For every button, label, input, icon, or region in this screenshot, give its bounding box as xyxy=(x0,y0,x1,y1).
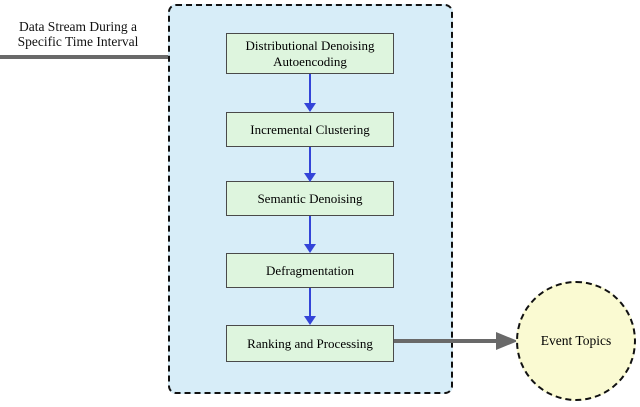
step-box-ranking-and-processing: Ranking and Processing xyxy=(226,325,394,362)
step-box-defragmentation: Defragmentation xyxy=(226,253,394,288)
flow-arrow-3-head-icon xyxy=(304,244,316,253)
input-arrow-shaft xyxy=(0,55,206,59)
step-box-distributional-denoising-autoencoding: Distributional Denoising Autoencoding xyxy=(226,33,394,74)
flow-arrow-3-shaft xyxy=(309,216,311,245)
step-box-incremental-clustering: Incremental Clustering xyxy=(226,112,394,147)
input-stream-label-line2: Specific Time Interval xyxy=(17,34,139,49)
output-circle-event-topics: Event Topics xyxy=(516,281,636,401)
flow-arrow-4-shaft xyxy=(309,288,311,317)
step-label: Semantic Denoising xyxy=(257,190,363,206)
flow-arrow-1-shaft xyxy=(309,74,311,104)
flow-arrow-1-head-icon xyxy=(304,103,316,112)
step-label: Ranking and Processing xyxy=(247,335,373,351)
flow-arrow-2-shaft xyxy=(309,147,311,174)
output-circle-label: Event Topics xyxy=(540,333,612,348)
output-arrow-head-icon xyxy=(496,332,518,350)
step-label: Distributional Denoising Autoencoding xyxy=(245,37,375,69)
flow-arrow-4-head-icon xyxy=(304,316,316,325)
step-label: Incremental Clustering xyxy=(250,121,370,137)
output-arrow-shaft xyxy=(394,339,496,343)
step-box-semantic-denoising: Semantic Denoising xyxy=(226,181,394,216)
input-stream-label: Data Stream During a Specific Time Inter… xyxy=(2,19,154,49)
input-stream-label-line1: Data Stream During a xyxy=(18,19,138,34)
step-label: Defragmentation xyxy=(265,262,355,278)
flow-arrow-2-head-icon xyxy=(304,173,316,182)
